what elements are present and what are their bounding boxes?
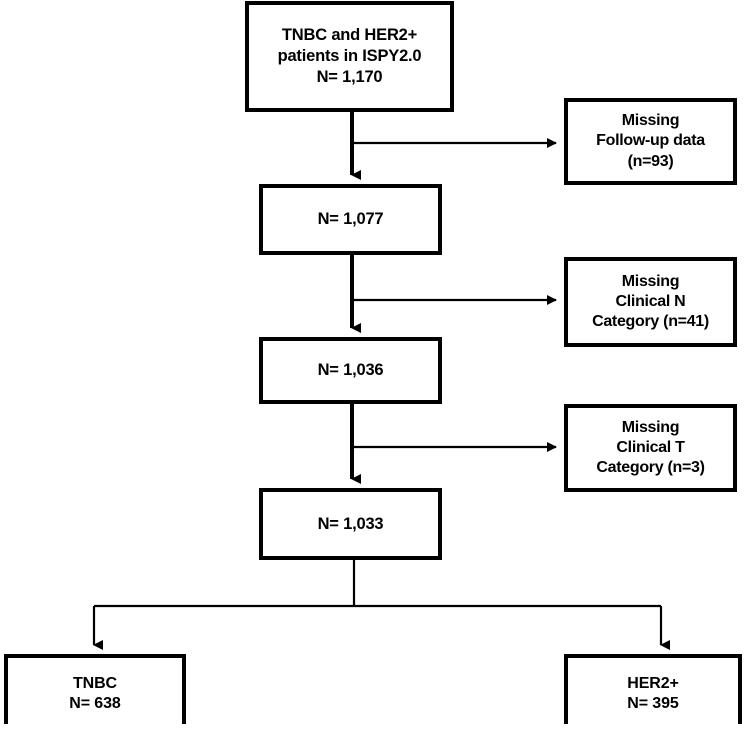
node-after-followup	[259, 184, 442, 255]
node-cohort-start	[245, 1, 454, 112]
node-excl-followup	[564, 98, 737, 185]
node-excl-clinical-n	[564, 257, 737, 347]
node-after-clinical-n	[259, 337, 442, 404]
node-final-tnbc	[4, 654, 186, 724]
node-final-her2	[564, 654, 742, 724]
node-after-clinical-t	[259, 488, 442, 560]
connector-final-split	[92, 558, 670, 650]
node-excl-clinical-t	[564, 404, 737, 492]
